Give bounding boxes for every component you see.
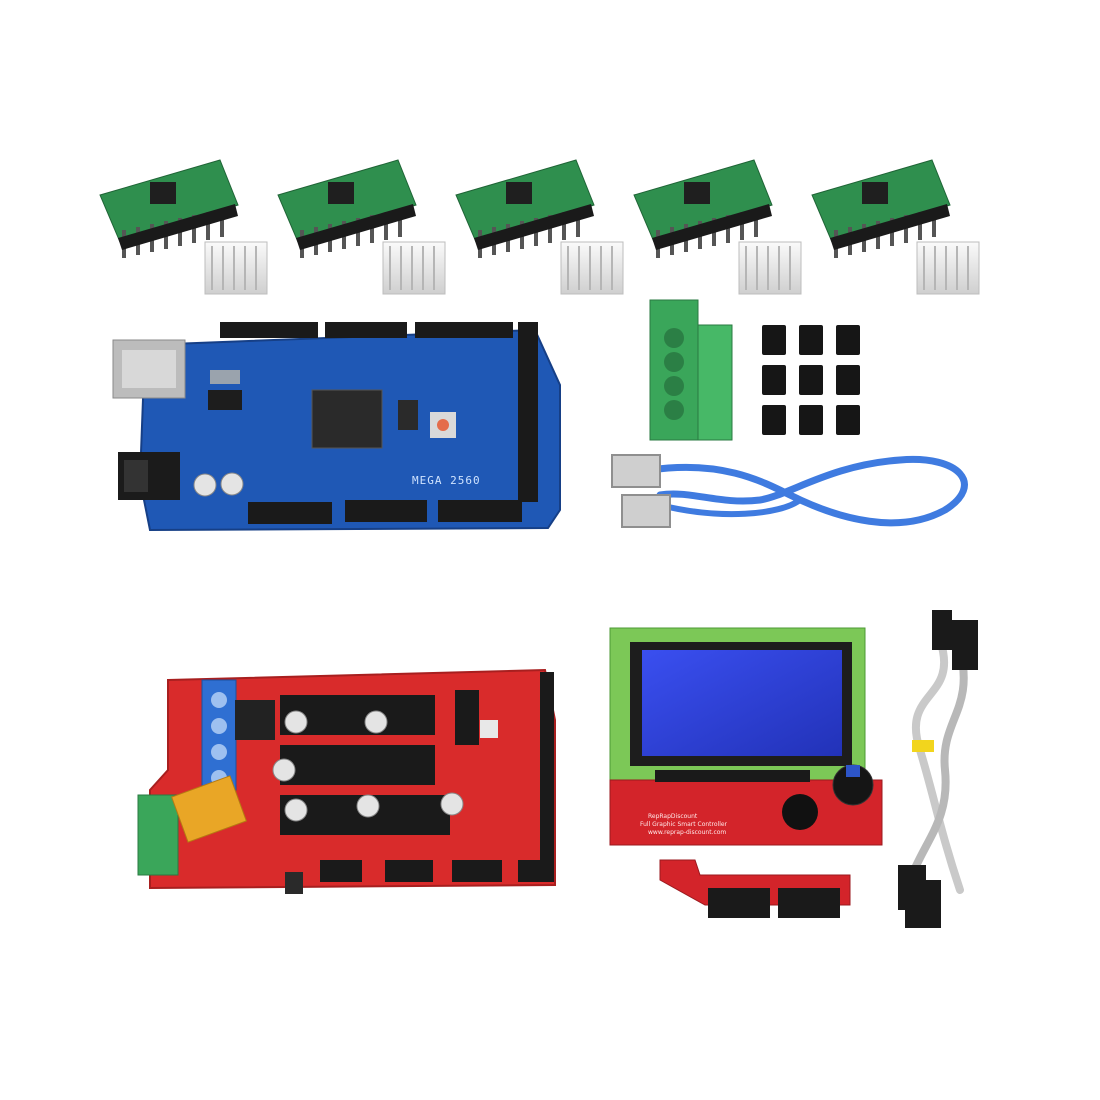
- header-bottom-3: [438, 500, 522, 522]
- driver-header: [474, 204, 594, 250]
- jumper-cap: [799, 365, 823, 395]
- arduino-mega-board: MEGA 2560: [112, 322, 561, 532]
- driver-header: [296, 204, 416, 250]
- driver-pin: [398, 209, 402, 237]
- driver-pin: [918, 212, 922, 240]
- capacitor: [440, 792, 464, 816]
- lcd-pcb-line-3: www.reprap-discount.com: [648, 829, 726, 836]
- header-top-1: [220, 322, 318, 338]
- jumper-cap: [799, 405, 823, 435]
- ribbon-cable: [898, 610, 978, 928]
- header-top-3: [415, 322, 513, 338]
- lcd-adapter-board: [659, 859, 851, 918]
- driver-pin: [192, 215, 196, 243]
- driver-pin: [726, 215, 730, 243]
- driver-pin: [576, 209, 580, 237]
- driver-pin: [384, 212, 388, 240]
- driver-chip: [684, 182, 710, 204]
- header-right: [518, 322, 538, 502]
- heatsink: [382, 241, 446, 295]
- mega-label: MEGA 2560: [412, 474, 481, 487]
- jumper-cap: [799, 325, 823, 355]
- ramps-green-terminal: [137, 794, 179, 876]
- capacitor: [193, 473, 217, 497]
- capacitor: [284, 710, 308, 734]
- buzzer: [782, 794, 818, 830]
- driver-chip: [862, 182, 888, 204]
- header-top-2: [325, 322, 407, 338]
- stepper-drivers: [99, 159, 980, 295]
- capacitor: [272, 758, 296, 782]
- heatsink: [204, 241, 268, 295]
- driver-pin: [562, 212, 566, 240]
- jumper-cap: [836, 325, 860, 355]
- heatsink: [916, 241, 980, 295]
- driver-pin: [220, 209, 224, 237]
- driver-chip: [328, 182, 354, 204]
- driver-pin: [548, 215, 552, 243]
- driver-chip: [150, 182, 176, 204]
- driver-header: [118, 204, 238, 250]
- capacitor: [284, 798, 308, 822]
- atmega2560-chip: [311, 389, 383, 449]
- driver-chip: [506, 182, 532, 204]
- jumper-cap: [836, 405, 860, 435]
- header-bottom-1: [248, 502, 332, 524]
- lcd-pcb-line-2: Full Graphic Smart Controller: [640, 821, 728, 828]
- jumper-cap: [762, 365, 786, 395]
- jumpers: [762, 325, 860, 435]
- lcd-pcb-line-1: RepRapDiscount: [648, 813, 698, 820]
- stepper-driver: [277, 159, 446, 295]
- stepper-driver: [633, 159, 802, 295]
- capacitor: [220, 472, 244, 496]
- screw-terminal-block: [649, 299, 733, 441]
- stepper-driver: [811, 159, 980, 295]
- lcd-controller: RepRapDiscount Full Graphic Smart Contro…: [609, 627, 883, 846]
- header-bottom-2: [345, 500, 427, 522]
- jumper-cap: [762, 325, 786, 355]
- driver-pin: [932, 209, 936, 237]
- driver-pin: [206, 212, 210, 240]
- driver-pin: [754, 209, 758, 237]
- ramps-board: [137, 668, 556, 894]
- ramps-fuse: [171, 775, 247, 843]
- driver-pin: [370, 215, 374, 243]
- driver-pin: [904, 215, 908, 243]
- usb-cable: [611, 454, 968, 528]
- heatsink: [738, 241, 802, 295]
- stepper-driver: [99, 159, 268, 295]
- lcd-screen: [642, 650, 842, 756]
- stepper-driver: [455, 159, 624, 295]
- capacitor: [364, 710, 388, 734]
- driver-header: [652, 204, 772, 250]
- driver-header: [830, 204, 950, 250]
- jumper-cap: [762, 405, 786, 435]
- jumper-cap: [836, 365, 860, 395]
- capacitor: [356, 794, 380, 818]
- heatsink: [560, 241, 624, 295]
- driver-pin: [740, 212, 744, 240]
